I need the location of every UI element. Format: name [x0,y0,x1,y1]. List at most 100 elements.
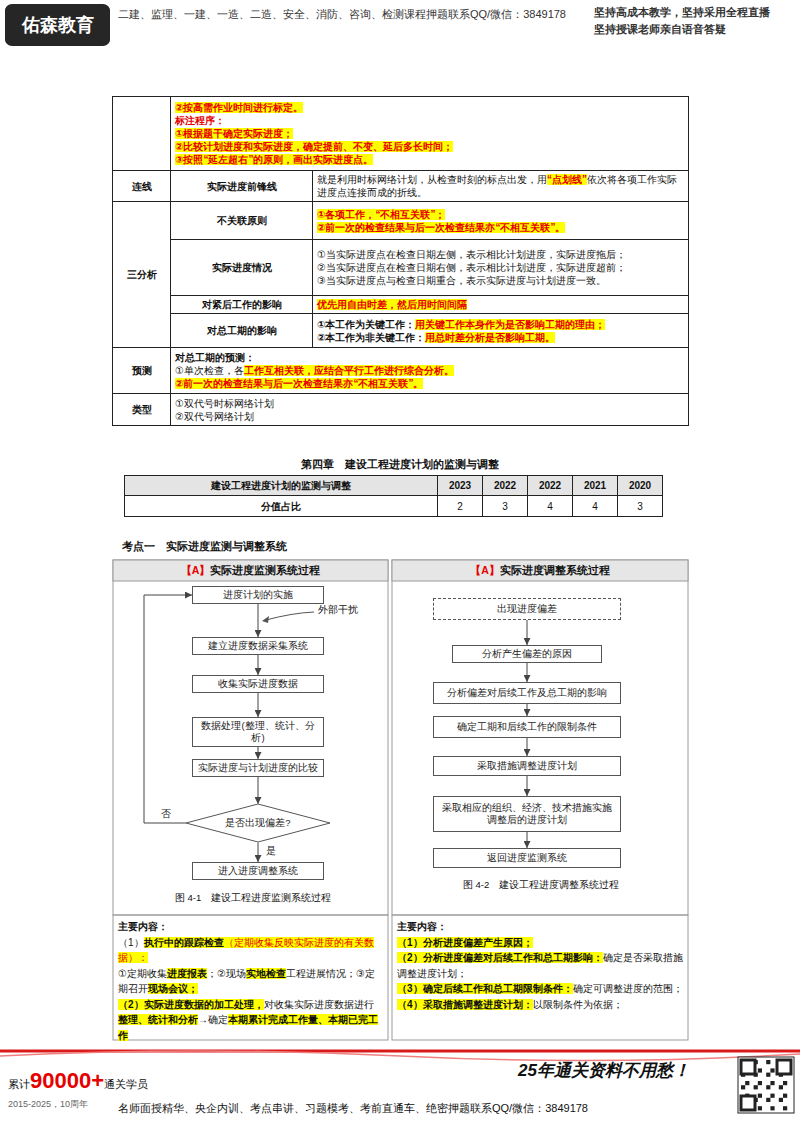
qr-cell [783,1094,787,1098]
label-text: ②当实际进度点在检查日期右侧，表示相比计划进度，实际进度超前； [317,262,626,273]
footer-year: 2015-2025，10周年 [8,1098,118,1112]
panel-header: 【A】实际进度调整系统过程 [392,561,688,579]
label-text: 连线 [132,181,152,192]
table-cell: 分值占比 [125,496,438,517]
label-text: （3）确定后续工作和总工期限制条件： [397,983,573,994]
table-row: 预测 对总工期的预测：①单次检查，各工作互相关联，应结合平行工作进行综合分析。②前… [113,348,689,394]
process-box: 采取相应的组织、经济、技术措施实施调整后的进度计划 [433,796,621,832]
label-text: ②本工作为非关键工作： [317,332,425,343]
label-text: 就是利用时标网络计划，从检查时刻的标点出发，用 [317,174,547,185]
score-table: 建设工程进度计划的监测与调整20232022202220212020分值占比23… [124,475,663,517]
label-text: ；②现场 [207,968,246,979]
label-text: 实际进度监测系统过程 [210,564,320,576]
chapter-title: 第四章 建设工程进度计划的监测与调整 [0,456,800,473]
label-text: 三分析 [127,269,157,280]
label-text: 4 [547,501,553,512]
process-box: 建立进度数据采集系统 [192,637,324,655]
flow-arrow [527,663,528,682]
qr-cell [770,1068,774,1072]
label-text: 实地检查 [246,968,286,979]
panel-header: 【A】实际进度监测系统过程 [113,561,388,579]
qr-finder [741,1060,755,1074]
label-text: 实际进度情况 [212,262,272,273]
table-cell: 2021 [573,476,618,496]
label-text: 进度报表 [167,968,207,979]
footer-line: 名师面授精华、央企内训、考点串讲、习题模考、考前直通车、绝密押题联系QQ/微信：… [118,1100,733,1117]
node-text: 收集实际进度数据 [218,678,298,690]
qr-cell [770,1094,774,1098]
table-cell: 2022 [483,476,528,496]
panel-frame [113,560,388,915]
label-text: 2021 [584,480,606,491]
table-row: 三分析不关联原则①各项工作，“不相互关联”；②前一次的检查结果与后一次检查结果亦… [113,202,689,240]
process-box: 进度计划的实施 [192,586,324,604]
qr-cell [766,1060,770,1064]
label-text: 3 [637,501,643,512]
edge-label: 否 [159,808,173,820]
label-text: 3 [502,501,508,512]
flow-arrow [527,776,528,796]
qr-cell [779,1098,783,1102]
flow-arrow [258,777,259,804]
table-row: 连线 实际进度前锋线 就是利用时标网络计划，从检查时刻的标点出发，用“点划线”依次将… [113,171,689,202]
label-text: 主要内容： [118,921,168,932]
label-text: （1）分析进度偏差产生原因； [397,937,533,948]
label-text: 预测 [132,365,152,376]
label-text: 以限制条件为依据； [533,999,623,1010]
label-text: （2）分析进度偏差对后续工作和总工期影响： [397,952,603,963]
label-text: ①根据题干确定实际进度； [175,128,293,139]
table-cell: 2020 [618,476,663,496]
table-cell: 对总工期的预测：①单次检查，各工作互相关联，应结合平行工作进行综合分析。②前一次… [171,348,689,394]
table-cell: 就是利用时标网络计划，从检查时刻的标点出发，用“点划线”依次将各项工作实际进度点… [313,171,689,202]
label-text: 累计 [8,1078,30,1090]
table-row: 对紧后工作的影响优先用自由时差，然后用时间间隔 [113,296,689,314]
disturbance-arrow [266,612,314,620]
node-text: 出现进度偏差 [497,603,557,615]
label-text: 2 [457,501,463,512]
qr-cell [758,1068,762,1072]
qr-cell [766,1085,770,1089]
qr-cell [758,1081,762,1085]
qr-frame [738,1057,794,1113]
header-slogan: 坚持高成本教学，坚持采用全程直播坚持授课老师亲自语音答疑 [594,4,798,38]
flow-arrow [144,595,192,823]
process-box: 分析产生偏差的原因 [452,645,602,663]
content-text: 主要内容：（1）执行中的跟踪检查（定期收集反映实际进度的有关数据）：①定期收集进… [118,919,383,1043]
qr-cell [783,1081,787,1085]
label-text: 2015-2025，10周年 [8,1099,88,1109]
qr-code [741,1060,791,1110]
qr-finder [741,1096,755,1110]
flow-arrow [527,620,528,645]
label-text: 25年通关资料不用愁！ [518,1061,690,1080]
label-text: 工作互相关联，应结合平行工作进行综合分析。 [244,365,454,376]
label-text: ①定期收集 [118,968,167,979]
label-text: 2022 [539,480,561,491]
process-box: 实际进度与计划进度的比较 [192,759,324,777]
footer-wave [0,1051,800,1061]
label-text: ①各项工作，“不相互关联”； [317,209,445,220]
label-text: 类型 [132,404,152,415]
label-text: ②前一次的检查结果与后一次检查结果亦“不相互关联”。 [317,222,565,233]
process-box: 返回进度监测系统 [433,848,621,868]
table-row: 建设工程进度计划的监测与调整20232022202220212020 [125,476,663,496]
label-text: 坚持高成本教学，坚持采用全程直播 [594,6,770,18]
figure-caption: 图 4-1 建设工程进度监测系统过程 [120,891,386,906]
node-text: 采取措施调整进度计划 [477,760,577,772]
node-text: 分析产生偏差的原因 [482,648,572,660]
label-text: 实际进度调整系统过程 [500,564,610,576]
table-cell: 实际进度前锋线 [171,171,313,202]
qr-cell [766,1098,770,1102]
process-box: 收集实际进度数据 [192,675,324,693]
table-row: 类型①双代号时标网络计划②双代号网络计划 [113,394,689,426]
label-text: ③按照“延左超右”的原则，画出实际进度点。 [175,154,373,165]
label-text: ②前一次的检查结果与后一次检查结果亦“不相互关联”。 [175,378,423,389]
table-cell [113,97,171,171]
table-cell: 4 [528,496,573,517]
table-cell: 优先用自由时差，然后用时间间隔 [313,296,689,314]
label-text: 对总工期的影响 [207,325,277,336]
node-text: 返回进度监测系统 [487,852,567,864]
table-cell: ①本工作为关键工作：用关键工作本身作为是否影响工期的理由；②本工作为非关键工作：… [313,314,689,348]
process-box: 进入进度调整系统 [192,862,324,880]
flow-arrow [258,655,259,675]
label-text: 实际进度前锋线 [207,181,277,192]
